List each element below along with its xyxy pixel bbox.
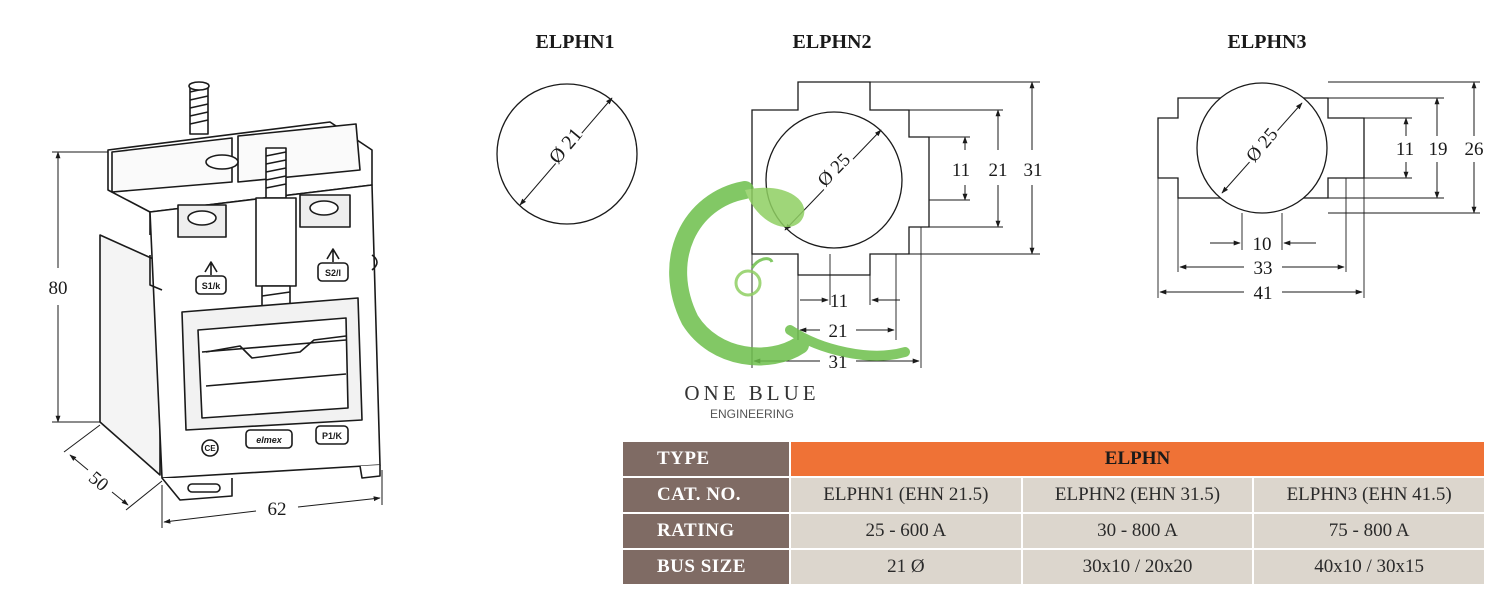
elphn2-dim-h-21: 21 [829,321,848,342]
table-cell: 30x10 / 20x20 [1022,550,1253,584]
elphn3-dim-h-41: 41 [1254,283,1273,304]
terminal-s1-label: S1/k [202,281,222,291]
width-dim-label: 62 [268,499,287,520]
elphn3-drawing: ELPHN3 [1157,31,1480,298]
table-cell: 21 Ø [791,550,1021,584]
table-cell: ELPHN2 (EHN 31.5) [1022,478,1253,512]
watermark-title: ONE BLUE [684,381,819,405]
row-label: CAT. NO. [623,478,789,512]
elphn2-dim-v-31: 31 [1024,160,1043,181]
elphn3-dim-h-10: 10 [1253,234,1272,255]
elphn2-title: ELPHN2 [793,31,872,53]
current-transformer-device [99,81,381,501]
elphn2-dim-v-21: 21 [989,160,1008,181]
table-cell: 75 - 800 A [1254,514,1484,548]
elphn3-dim-v-11: 11 [1396,139,1414,160]
ce-mark: CE [204,444,216,453]
height-dim-label: 80 [49,278,68,299]
table-cell: ELPHN3 (EHN 41.5) [1254,478,1484,512]
elphn1-title: ELPHN1 [536,31,615,53]
elphn2-dim-h-31: 31 [829,352,848,373]
depth-dim-label: 50 [84,467,112,495]
table-row: BUS SIZE 21 Ø 30x10 / 20x20 40x10 / 30x1… [623,550,1484,584]
elphn3-dim-v-19: 19 [1429,139,1448,160]
table-cell: 30 - 800 A [1022,514,1253,548]
elphn3-dim-v-26: 26 [1465,139,1484,160]
type-value: ELPHN [791,442,1484,476]
type-label: TYPE [623,442,789,476]
spec-table: TYPE ELPHN CAT. NO. ELPHN1 (EHN 21.5) EL… [621,440,1486,586]
device-dimensions [52,151,383,528]
table-cell: 25 - 600 A [791,514,1021,548]
elphn2-dim-v-11: 11 [952,160,970,181]
elphn2-dim-h-11: 11 [830,291,848,312]
brand-label: elmex [256,435,283,445]
row-label: BUS SIZE [623,550,789,584]
primary-p1-label: P1/K [322,431,343,441]
table-row: RATING 25 - 600 A 30 - 800 A 75 - 800 A [623,514,1484,548]
table-cell: 40x10 / 30x15 [1254,550,1484,584]
terminal-s2-label: S2/l [325,268,341,278]
row-label: RATING [623,514,789,548]
elphn3-title: ELPHN3 [1228,31,1307,53]
one-blue-watermark-logo [669,181,910,366]
elphn1-drawing: ELPHN1 Ø 21 [496,31,638,225]
table-row: CAT. NO. ELPHN1 (EHN 21.5) ELPHN2 (EHN 3… [623,478,1484,512]
elphn3-dim-h-33: 33 [1254,258,1273,279]
type-row: TYPE ELPHN [623,442,1484,476]
watermark-subtitle: ENGINEERING [710,407,794,421]
table-cell: ELPHN1 (EHN 21.5) [791,478,1021,512]
